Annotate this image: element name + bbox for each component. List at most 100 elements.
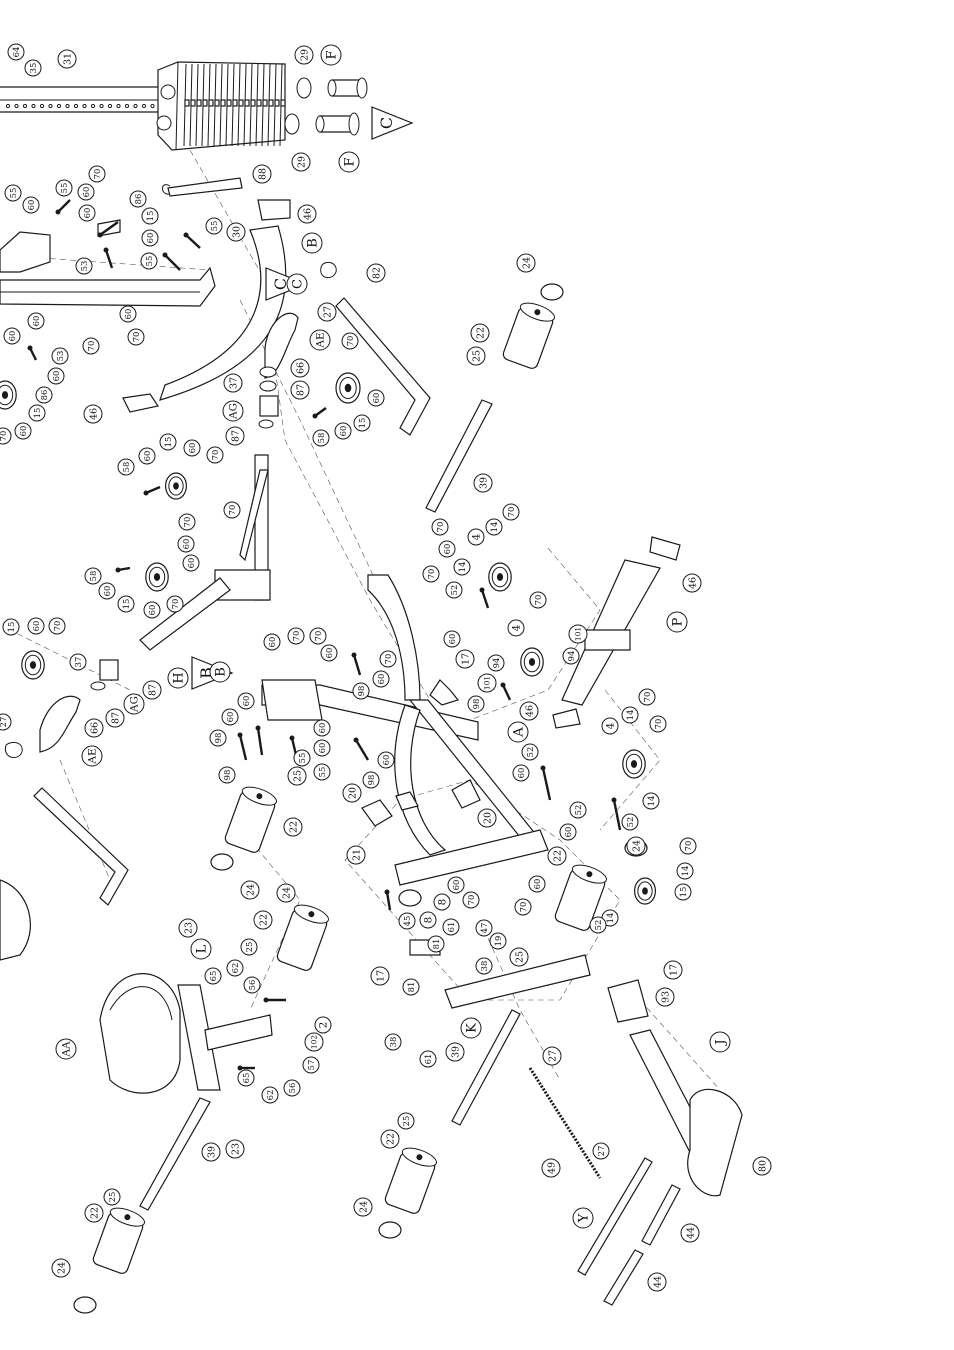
callout-label: L	[195, 944, 210, 953]
callout-label: 60	[7, 331, 17, 342]
part-callout: 22	[84, 1203, 104, 1223]
callout-label: 87	[147, 684, 158, 696]
callout-label: 24	[281, 887, 292, 899]
callout-label: 38	[388, 1037, 398, 1048]
callout-label: 60	[516, 768, 526, 779]
callout-label: 55	[297, 753, 307, 764]
part-callout: 4	[467, 528, 485, 546]
callout-label: 60	[532, 879, 542, 890]
foam-roller	[276, 904, 329, 971]
callout-label: 52	[593, 920, 603, 931]
callout-label: 60	[317, 743, 327, 754]
callout-label: 20	[482, 812, 493, 824]
callout-label: 60	[147, 605, 157, 616]
callout-label: 25	[471, 350, 482, 362]
part-callout: A	[507, 721, 529, 743]
callout-label: 60	[18, 426, 28, 437]
callout-label: AA	[61, 1041, 73, 1058]
callout-label: 60	[181, 539, 191, 550]
callout-label: 60	[51, 371, 61, 382]
callout-label: 60	[82, 208, 92, 219]
part-callout: 60	[98, 582, 116, 600]
callout-label: B	[214, 667, 229, 677]
part-callout: 60	[119, 305, 137, 323]
callout-label: 44	[685, 1227, 696, 1239]
end-cap	[378, 1221, 402, 1239]
callout-label: 27	[0, 717, 8, 728]
seat-rail	[409, 939, 591, 1009]
part-callout: 17	[663, 960, 683, 980]
callout-label: 86	[133, 194, 143, 205]
part-callout: 60	[447, 876, 465, 894]
callout-label: 60	[241, 696, 251, 707]
pulley	[335, 372, 361, 404]
part-callout: 70	[422, 565, 440, 583]
callout-label: 22	[385, 1133, 396, 1145]
part-callout: 56	[283, 1079, 301, 1097]
callout-label: 70	[383, 654, 393, 665]
part-callout: 39	[445, 1042, 465, 1062]
callout-label: 15	[6, 622, 16, 633]
callout-label: 15	[163, 437, 173, 448]
part-callout: AE	[309, 329, 331, 351]
callout-label: 60	[31, 621, 41, 632]
part-callout: 58	[117, 458, 135, 476]
part-callout: 64	[7, 43, 25, 61]
callout-label: 22	[475, 327, 486, 339]
callout-label: 98	[366, 775, 376, 786]
part-callout: 98	[352, 682, 370, 700]
part-callout: 98	[467, 695, 485, 713]
handle-upper	[320, 261, 431, 436]
callout-label: 14	[625, 710, 635, 721]
seat-pad	[99, 973, 181, 1094]
part-callout: 60	[263, 633, 281, 651]
callout-label: 39	[450, 1046, 461, 1058]
part-callout: 70	[649, 715, 667, 733]
part-callout: 60	[320, 644, 338, 662]
part-callout: 21	[346, 845, 366, 865]
callout-label: 29	[296, 156, 307, 168]
part-callout: 8	[433, 893, 451, 911]
part-callout: 24	[240, 880, 260, 900]
callout-label: 27	[547, 1050, 558, 1062]
callout-label: 46	[88, 408, 99, 420]
part-callout: 98	[218, 766, 236, 784]
part-callout: 61	[442, 918, 460, 936]
foam-roller	[92, 1207, 145, 1274]
part-callout: 27	[542, 1046, 562, 1066]
part-callout: 37	[223, 373, 243, 393]
callout-label: 57	[306, 1060, 316, 1071]
callout-label: 8	[437, 899, 449, 906]
pulley	[622, 749, 646, 779]
callout-label: 35	[28, 63, 38, 74]
part-callout: 20	[342, 783, 362, 803]
part-callout: 98	[209, 729, 227, 747]
callout-label: 15	[32, 408, 42, 419]
part-callout: 14	[676, 862, 694, 880]
callout-label: 61	[423, 1054, 433, 1065]
callout-label: 52	[573, 805, 583, 816]
part-callout: 27	[317, 302, 337, 322]
callout-label: 56	[287, 1083, 297, 1094]
part-callout: 87	[290, 380, 310, 400]
callout-label: 98	[471, 699, 481, 710]
part-callout: 46	[682, 573, 702, 593]
part-callout: 60	[183, 439, 201, 457]
callout-label: 22	[258, 914, 269, 926]
callout-label: A	[512, 727, 527, 738]
callout-label: 98	[356, 686, 366, 697]
part-callout: 87	[105, 708, 125, 728]
part-callout: P	[666, 611, 688, 633]
part-callout: 23	[225, 1139, 245, 1159]
part-callout: 70	[502, 503, 520, 521]
callout-label: 60	[381, 755, 391, 766]
pulley	[0, 380, 17, 410]
callout-label: 88	[257, 168, 268, 180]
callout-label: 60	[338, 426, 348, 437]
callout-label: 46	[524, 705, 535, 717]
callout-label: 87	[230, 430, 241, 442]
callout-label: 4	[471, 533, 483, 540]
callout-label: 70	[435, 522, 445, 533]
part-callout: 60	[143, 601, 161, 619]
callout-label: 14	[489, 522, 499, 533]
